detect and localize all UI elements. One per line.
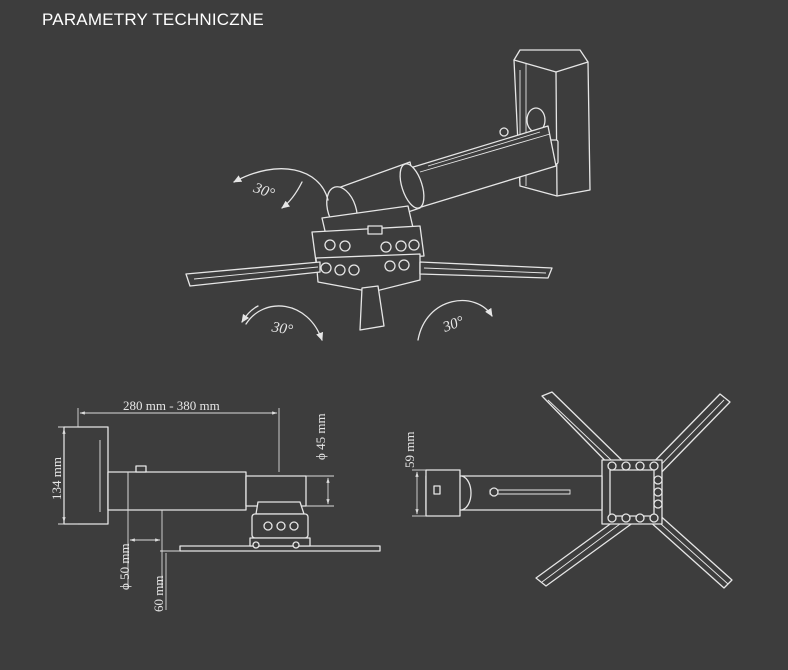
cross-arms-3d xyxy=(185,261,553,287)
dimension-label: 280 mm - 380 mm xyxy=(123,398,220,413)
perspective-view: 30° 30° 30° xyxy=(185,49,591,341)
rotation-label: 30° xyxy=(250,180,276,203)
dimension-label: 59 mm xyxy=(402,432,417,468)
wall-plate-side xyxy=(63,426,109,525)
rotation-arrow-icon xyxy=(417,299,493,341)
dimension-label: ϕ 45 mm xyxy=(313,413,328,460)
page-title: PARAMETRY TECHNICZNE xyxy=(42,10,264,29)
rotation-arrow-icon xyxy=(233,168,329,201)
rotation-arrow-icon xyxy=(241,305,259,323)
dimension-label: ϕ 50 mm xyxy=(117,543,132,590)
drop-pin-3d xyxy=(359,285,385,331)
outer-tube-side xyxy=(107,471,247,511)
head-3d xyxy=(311,205,425,293)
outer-tube-3d xyxy=(409,125,557,209)
rotation-arrow-icon xyxy=(245,305,324,341)
cross-arms-top xyxy=(535,391,733,589)
top-view: 59 mm xyxy=(402,391,733,589)
cross-bar-side xyxy=(179,545,381,552)
side-view: 280 mm - 380 mm ϕ 45 mm 134 mm ϕ 50 mm 6… xyxy=(49,398,381,612)
rotation-label: 30° xyxy=(440,314,466,337)
inner-tube-side xyxy=(245,475,307,507)
wall-plate-top xyxy=(425,469,461,517)
dimension-label: 134 mm xyxy=(49,457,64,500)
dimension-label: 60 mm xyxy=(151,576,166,612)
rotation-arrow-icon xyxy=(281,181,303,209)
rotation-label: 30° xyxy=(270,319,294,339)
